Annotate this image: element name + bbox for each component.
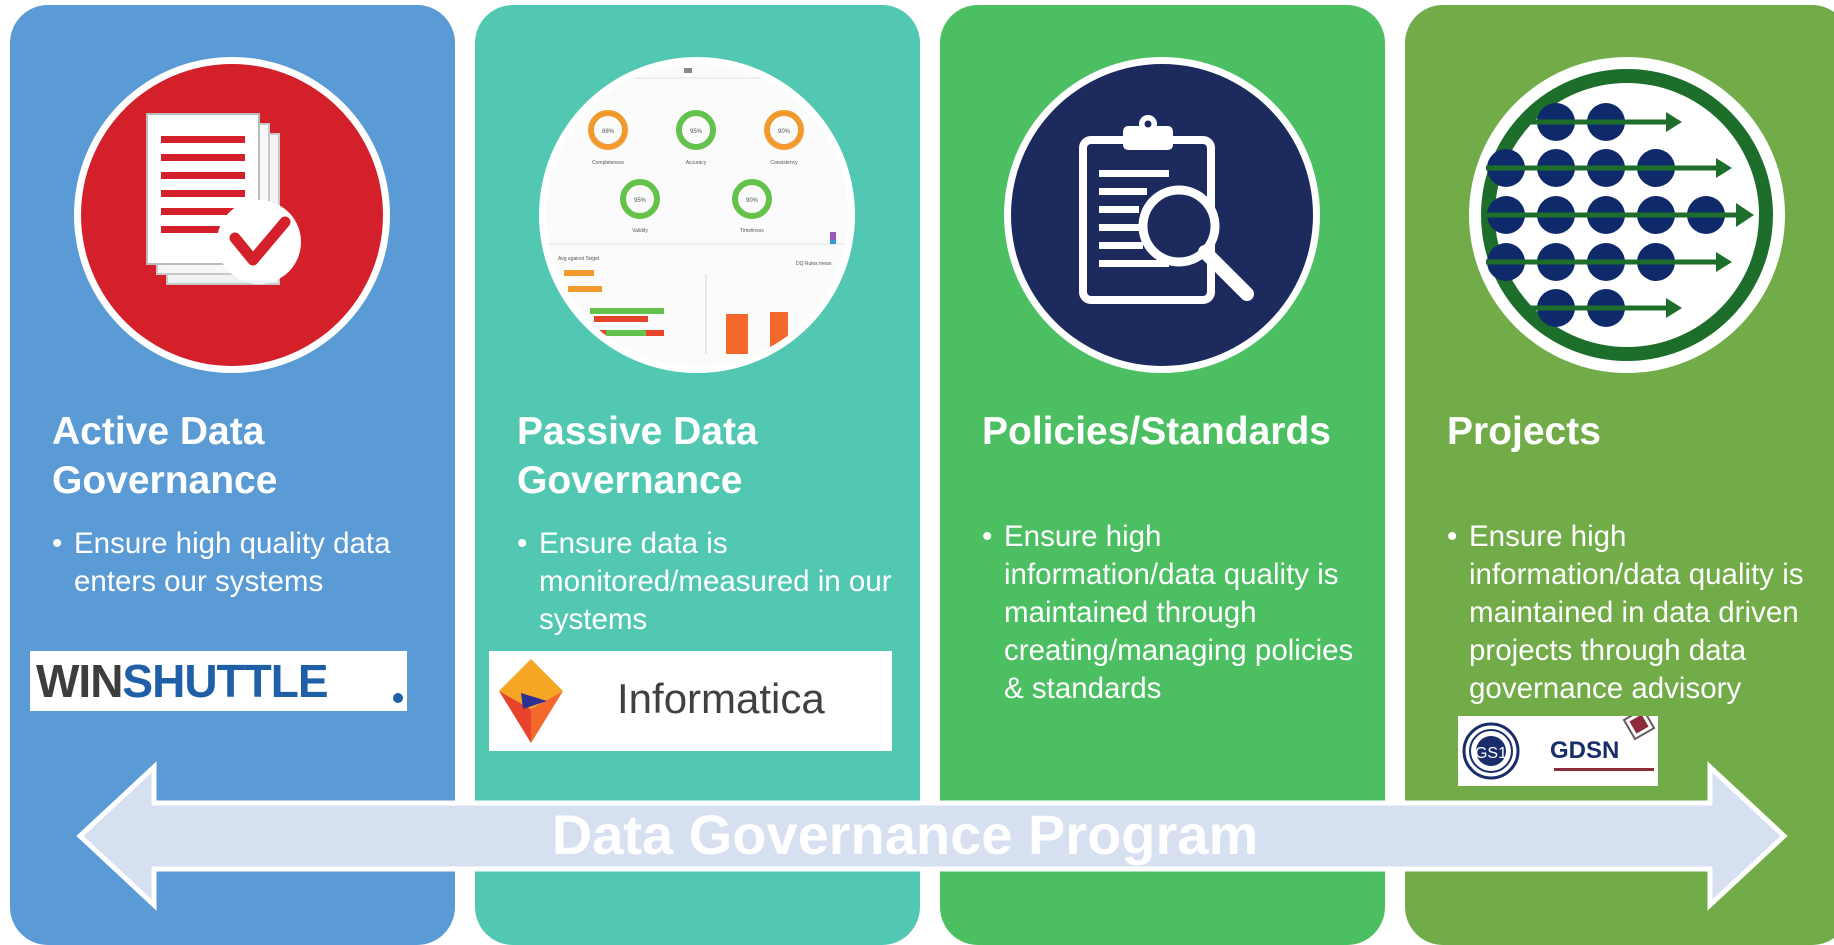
gdsn-logo-text: GDSN [1550, 737, 1619, 764]
bullet-text: Ensure high information/data quality is … [1004, 520, 1354, 705]
panel-bullet: • Ensure high information/data quality i… [982, 518, 1362, 708]
chart-title: DQ Rules mean [796, 261, 832, 267]
program-label: Data Governance Program [551, 803, 1259, 866]
panel-title: Projects [1447, 410, 1601, 453]
gauge-value: 90% [778, 129, 791, 135]
informatica-logo: Informatica [489, 651, 892, 751]
policies-icon-circle [1004, 57, 1320, 373]
active-governance-icon-circle [74, 57, 390, 373]
panel-passive-governance: 88% Completeness 95% Accuracy 90% Consis… [475, 5, 920, 945]
informatica-logo-text: Informatica [617, 675, 825, 722]
bullet-dot: • [52, 527, 63, 560]
panel-bullet: • Ensure data is monitored/measured in o… [517, 525, 897, 639]
gauge-label: Consistency [770, 160, 798, 166]
bullet-dot: • [982, 520, 993, 553]
bullet-text: Ensure high information/data quality is … [1469, 520, 1804, 705]
panel-projects: Projects • Ensure high information/data … [1405, 5, 1834, 945]
gauge-label: Accuracy [686, 160, 707, 166]
gauge-value: 88% [602, 129, 615, 135]
clipboard-search-icon [1079, 115, 1254, 304]
panel-title: Passive Data Governance [517, 410, 758, 502]
dashboard-screenshot: 88% Completeness 95% Accuracy 90% Consis… [546, 64, 848, 366]
winshuttle-logo: WINSHUTTLE [30, 651, 407, 711]
panel-policies-standards: Policies/Standards • Ensure high informa… [940, 5, 1385, 945]
bullet-text: Ensure high quality data enters our syst… [74, 527, 391, 598]
gauge-label: Validity [632, 228, 648, 234]
panel-bullet: • Ensure high quality data enters our sy… [52, 525, 432, 601]
bullet-dot: • [1447, 520, 1458, 553]
panel-title: Active Data Governance [52, 410, 278, 502]
gauge-value: 90% [746, 198, 759, 204]
panel-active-governance: Active Data Governance • Ensure high qua… [10, 5, 455, 945]
gauge-label: Timeliness [740, 228, 764, 234]
gs1-logo-text: GS1 [1475, 745, 1507, 762]
bullet-dot: • [517, 527, 528, 560]
panel-title: Policies/Standards [982, 410, 1331, 453]
gauge-value: 95% [634, 198, 647, 204]
document-checkmark-icon [146, 113, 301, 285]
bullet-text: Ensure data is monitored/measured in our… [539, 527, 892, 636]
chart-title: Avg against Target [558, 256, 600, 262]
gauge-label: Completeness [592, 160, 624, 166]
projects-icon-circle [1469, 57, 1785, 373]
dots-arrows-icon [1481, 69, 1773, 361]
panel-bullet: • Ensure high information/data quality i… [1447, 518, 1827, 708]
gs1-gdsn-logo: GS1 GDSN [1458, 707, 1658, 786]
passive-governance-icon-circle: 88% Completeness 95% Accuracy 90% Consis… [539, 57, 855, 373]
svg-text:WINSHUTTLE: WINSHUTTLE [36, 655, 328, 707]
gauge-value: 95% [690, 129, 703, 135]
